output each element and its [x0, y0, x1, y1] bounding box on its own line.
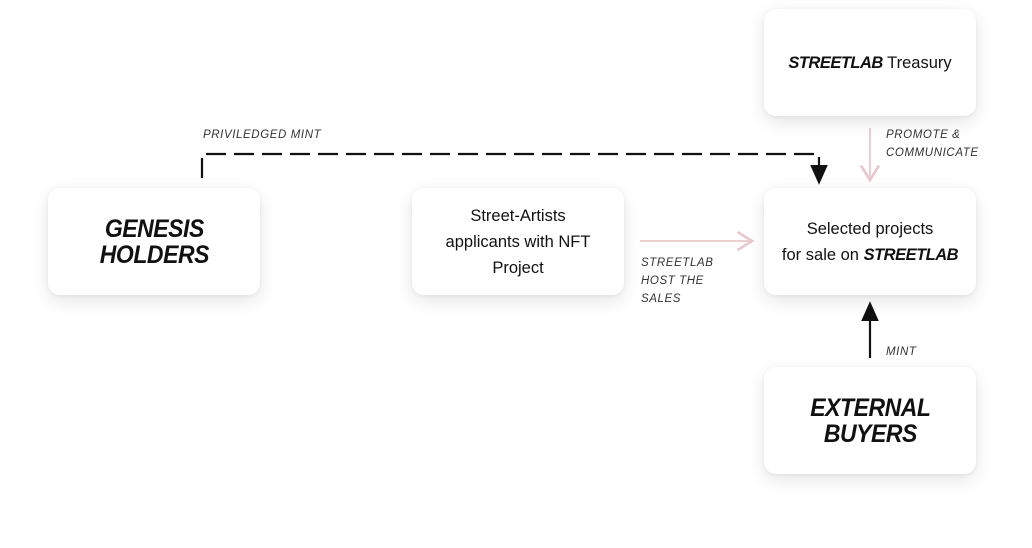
- host-sales-label: STREETLAB HOST THE SALES: [641, 254, 714, 308]
- treasury-label: Treasury: [887, 53, 952, 72]
- external-line2: BUYERS: [823, 419, 917, 448]
- host-line1: STREETLAB: [641, 257, 714, 269]
- external-buyers-node: EXTERNAL BUYERS: [764, 367, 976, 474]
- applicants-node: Street-Artists applicants with NFT Proje…: [412, 188, 624, 295]
- external-line1: EXTERNAL: [809, 393, 931, 422]
- priviledged-mint-label: PRIVILEDGED MINT: [203, 129, 322, 141]
- mint-label: MINT: [886, 346, 917, 358]
- treasury-node: STREETLAB Treasury: [764, 9, 976, 116]
- genesis-line2: HOLDERS: [99, 240, 209, 269]
- host-line3: SALES: [641, 293, 682, 305]
- applicants-line2: applicants with NFT: [445, 232, 591, 251]
- selected-line2-prefix: for sale on: [781, 245, 859, 264]
- selected-brand: STREETLAB: [863, 245, 959, 264]
- promote-line1: PROMOTE &: [886, 129, 961, 141]
- genesis-holders-node: GENESIS HOLDERS: [48, 188, 260, 295]
- applicants-line1: Street-Artists: [470, 206, 566, 225]
- treasury-brand: STREETLAB: [788, 53, 883, 72]
- promote-line2: COMMUNICATE: [886, 147, 979, 159]
- host-line2: HOST THE: [641, 275, 704, 287]
- genesis-line1: GENESIS: [104, 214, 204, 243]
- promote-communicate-label: PROMOTE & COMMUNICATE: [886, 126, 979, 162]
- selected-line1: Selected projects: [806, 219, 934, 238]
- applicants-line3: Project: [492, 258, 544, 277]
- priviledged-mint-arrow: [200, 152, 828, 185]
- selected-projects-node: Selected projects for sale on STREETLAB: [764, 188, 976, 295]
